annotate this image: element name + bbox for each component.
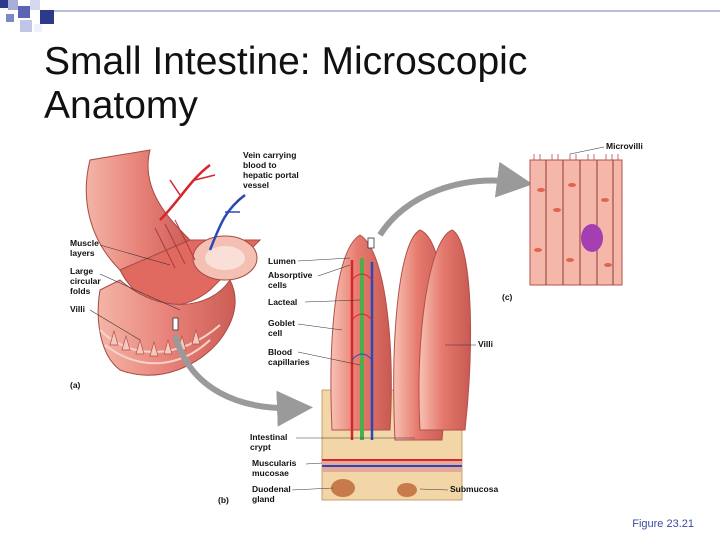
label-microvilli: Microvilli (606, 141, 643, 151)
label-panel-a: (a) (70, 380, 81, 390)
label-panel-c: (c) (502, 292, 513, 302)
slide-title: Small Intestine: Microscopic Anatomy (44, 40, 684, 128)
panel-a-intestine (86, 150, 260, 375)
label-panel-b: (b) (218, 495, 229, 505)
panel-c-cells (530, 154, 622, 285)
slide-decoration (0, 0, 720, 40)
label-lacteal: Lacteal (268, 297, 297, 307)
label-villi-a: Villi (70, 304, 85, 314)
arrow-to-panel-c (380, 181, 515, 235)
label-lumen: Lumen (268, 256, 296, 266)
label-submucosa: Submucosa (450, 484, 498, 494)
label-villi-b: Villi (478, 339, 493, 349)
panel-b-villi (322, 230, 471, 500)
figure-caption: Figure 23.21 (632, 518, 694, 530)
